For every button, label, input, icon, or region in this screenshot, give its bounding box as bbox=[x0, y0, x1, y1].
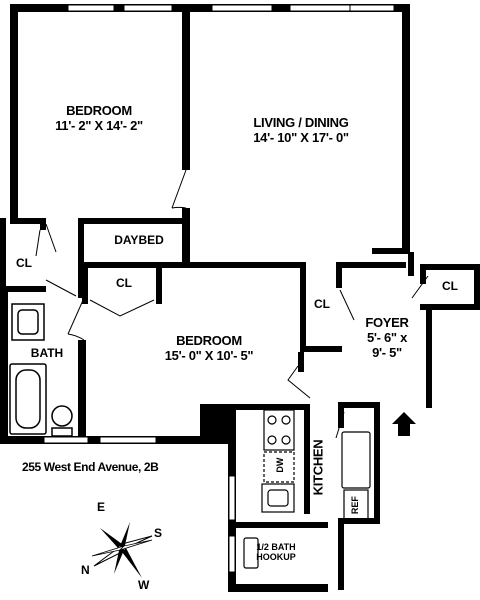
doors bbox=[35, 169, 429, 439]
closet-label-right: CL bbox=[442, 279, 458, 293]
refrigerator-label: REF bbox=[349, 496, 360, 515]
foyer-dims-1: 5'- 6" x bbox=[366, 329, 408, 345]
kitchen-label: KITCHEN bbox=[310, 439, 326, 496]
address-caption: 255 West End Avenue, 2B bbox=[22, 460, 159, 474]
foyer-label: FOYER 5'- 6" x 9'- 5" bbox=[354, 315, 420, 361]
dishwasher-label: DW bbox=[274, 457, 285, 473]
bath-label: BATH bbox=[30, 346, 64, 360]
compass-label-e: E bbox=[97, 500, 106, 514]
closet-label-left: CL bbox=[16, 256, 32, 270]
compass-label-s: S bbox=[154, 526, 163, 540]
bedroom-1-name: BEDROOM bbox=[66, 103, 132, 118]
bedroom-1-label: BEDROOM 11'- 2" X 14'- 2" bbox=[44, 103, 154, 134]
kitchen-fixtures bbox=[243, 409, 371, 569]
walls bbox=[0, 4, 480, 592]
living-dining-label: LIVING / DINING 14'- 10" X 17'- 0" bbox=[226, 115, 376, 146]
bedroom-2-name: BEDROOM bbox=[176, 333, 242, 348]
living-dining-dims: 14'- 10" X 17'- 0" bbox=[253, 129, 349, 145]
half-bath-label: 1/2 BATH HOOKUP bbox=[242, 542, 310, 563]
entry-arrow-icon bbox=[392, 412, 416, 436]
closet-label-middle: CL bbox=[314, 297, 330, 311]
closet-label-bedroom: CL bbox=[116, 276, 132, 290]
bedroom-2-label: BEDROOM 15'- 0" X 10'- 5" bbox=[144, 333, 274, 364]
bath-fixtures bbox=[9, 303, 73, 437]
compass-icon bbox=[91, 522, 153, 578]
daybed-label: DAYBED bbox=[114, 233, 164, 247]
bedroom-2-dims: 15'- 0" X 10'- 5" bbox=[164, 347, 254, 363]
living-dining-name: LIVING / DINING bbox=[253, 115, 349, 130]
half-bath-line2: HOOKUP bbox=[256, 552, 296, 563]
half-bath-line1: 1/2 BATH bbox=[256, 542, 296, 552]
foyer-dims-2: 9'- 5" bbox=[372, 344, 402, 360]
windows bbox=[43, 4, 395, 573]
bedroom-1-dims: 11'- 2" X 14'- 2" bbox=[55, 117, 143, 133]
compass-label-n: N bbox=[81, 563, 90, 577]
foyer-name: FOYER bbox=[365, 315, 409, 330]
compass-label-w: W bbox=[138, 578, 150, 592]
